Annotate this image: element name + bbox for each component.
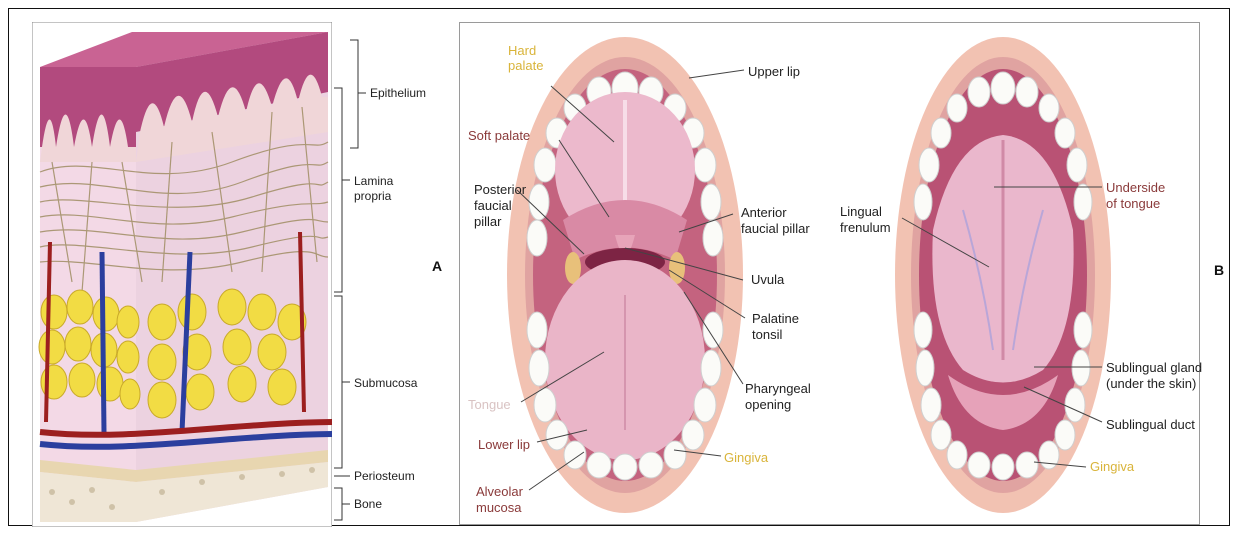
- label-palatine-1: Palatine: [752, 311, 799, 326]
- label-sublingual-gland-1: Sublingual gland: [1106, 360, 1202, 375]
- label-uvula: Uvula: [751, 272, 784, 287]
- label-upper-lip: Upper lip: [748, 64, 800, 79]
- oral-mucosa-tissue-illustration: [32, 22, 332, 527]
- label-sublingual-duct: Sublingual duct: [1106, 417, 1195, 432]
- panel-letter-b: B: [1214, 262, 1224, 278]
- label-anterior-1: Anterior: [741, 205, 787, 220]
- label-alveolar-2: mucosa: [476, 500, 522, 515]
- label-hard-palate-1: Hard: [508, 43, 536, 58]
- panel-letter-a: A: [432, 258, 442, 274]
- label-lower-lip: Lower lip: [478, 437, 530, 452]
- label-underside-2: of tongue: [1106, 196, 1160, 211]
- label-underside-1: Underside: [1106, 180, 1165, 195]
- label-alveolar-1: Alveolar: [476, 484, 523, 499]
- label-pharyngeal-2: opening: [745, 397, 791, 412]
- panel-a-brackets: [330, 30, 420, 530]
- label-posterior-3: pillar: [474, 214, 501, 229]
- label-sublingual-gland-2: (under the skin): [1106, 376, 1196, 391]
- label-soft-palate: Soft palate: [468, 128, 530, 143]
- label-gingiva-2: Gingiva: [1090, 459, 1134, 474]
- label-lamina-line1: Lamina: [354, 174, 393, 189]
- label-hard-palate-2: palate: [508, 58, 543, 73]
- label-submucosa: Submucosa: [354, 376, 417, 391]
- label-lamina-line2: propria: [354, 189, 391, 204]
- label-lingual-1: Lingual: [840, 204, 882, 219]
- label-posterior-2: faucial: [474, 198, 512, 213]
- label-bone: Bone: [354, 497, 382, 512]
- label-tongue: Tongue: [468, 397, 511, 412]
- label-epithelium: Epithelium: [370, 86, 426, 101]
- label-periosteum: Periosteum: [354, 469, 415, 484]
- label-pharyngeal-1: Pharyngeal: [745, 381, 811, 396]
- label-lingual-2: frenulum: [840, 220, 891, 235]
- label-posterior-1: Posterior: [474, 182, 526, 197]
- label-anterior-2: faucial pillar: [741, 221, 810, 236]
- panel-b-leader-lines: [459, 22, 1239, 527]
- label-gingiva-1: Gingiva: [724, 450, 768, 465]
- label-palatine-2: tonsil: [752, 327, 782, 342]
